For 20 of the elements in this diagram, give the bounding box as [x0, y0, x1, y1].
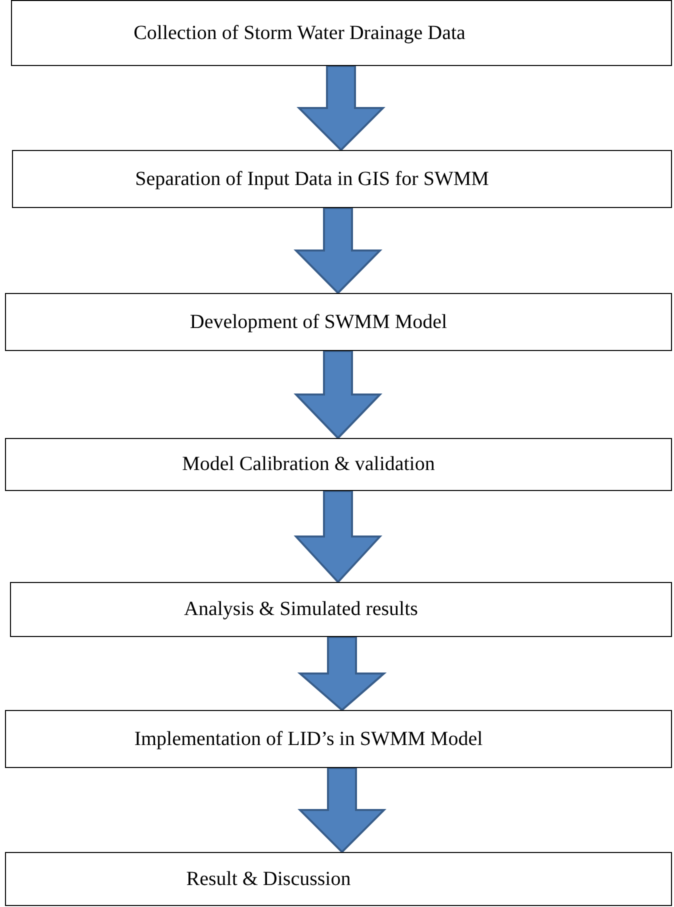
process-box	[12, 150, 672, 208]
block-arrow	[298, 767, 386, 854]
step-text: Collection of Storm Water Drainage Data	[134, 22, 466, 44]
block-arrow	[294, 490, 382, 584]
block-arrow	[297, 636, 387, 712]
process-box	[5, 438, 672, 491]
block-arrow	[294, 207, 382, 294]
step-text: Separation of Input Data in GIS for SWMM	[135, 168, 489, 190]
process-box	[5, 710, 672, 768]
block-arrow	[296, 65, 386, 152]
step-text: Model Calibration & validation	[182, 453, 435, 476]
step-text: Result & Discussion	[186, 868, 351, 890]
block-arrow	[294, 350, 382, 440]
step-text: Development of SWMM Model	[190, 310, 448, 334]
step-text: Implementation of LID’s in SWMM Model	[134, 728, 483, 750]
process-box	[5, 293, 672, 351]
process-box	[5, 852, 672, 906]
step-text: Analysis & Simulated results	[184, 598, 418, 621]
process-box	[11, 0, 672, 66]
process-box	[10, 582, 672, 637]
